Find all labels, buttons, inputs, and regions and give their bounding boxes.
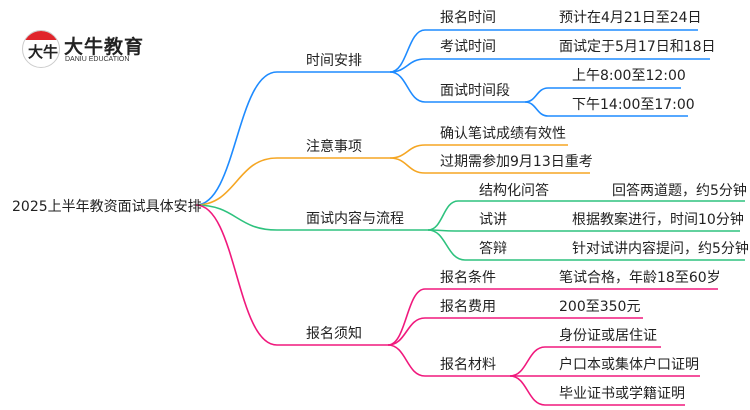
root-node[interactable]: 2025上半年教资面试具体安排 <box>12 199 202 215</box>
branch-registration-notes[interactable]: 报名须知 <box>306 326 362 342</box>
node-household-register[interactable]: 户口本或集体户口证明 <box>559 357 699 373</box>
node-defense-value[interactable]: 针对试讲内容提问，约5分钟 <box>572 241 749 257</box>
node-diploma[interactable]: 毕业证书或学籍证明 <box>559 386 685 402</box>
connector-line <box>195 71 390 206</box>
connector-line <box>389 71 525 103</box>
connector-line <box>387 288 718 346</box>
node-exam-time[interactable]: 考试时间 <box>440 39 496 55</box>
connector-line <box>509 346 661 377</box>
connector-line <box>427 200 745 231</box>
node-materials[interactable]: 报名材料 <box>440 357 496 373</box>
node-fee-value[interactable]: 200至350元 <box>559 299 641 315</box>
connector-line <box>387 344 510 377</box>
node-trial-lecture[interactable]: 试讲 <box>479 212 507 228</box>
node-structured-qa[interactable]: 结构化问答 <box>479 183 549 199</box>
branch-notes[interactable]: 注意事项 <box>306 139 362 155</box>
connector-line <box>195 204 388 346</box>
node-structured-qa-value[interactable]: 回答两道题，约5分钟 <box>612 183 747 199</box>
node-trial-lecture-value[interactable]: 根据教案进行，时间10分钟 <box>572 212 744 228</box>
connector-line <box>195 157 390 206</box>
connector-line <box>509 375 685 406</box>
branch-time-schedule[interactable]: 时间安排 <box>306 53 362 69</box>
branch-interview-content[interactable]: 面试内容与流程 <box>306 211 404 227</box>
logo-mark-icon: 大牛 <box>22 30 60 68</box>
node-confirm-score[interactable]: 确认笔试成绩有效性 <box>440 126 566 142</box>
node-exam-time-value[interactable]: 面试定于5月17日和18日 <box>559 39 716 55</box>
connector-line <box>427 229 740 232</box>
connector-line <box>389 144 568 159</box>
logo: 大牛 大牛教育 DANIU EDUCATION <box>22 28 172 72</box>
node-requirements[interactable]: 报名条件 <box>440 270 496 286</box>
connector-line <box>195 204 428 231</box>
connector-line <box>524 101 688 117</box>
connector-line <box>389 29 698 73</box>
connector-line <box>389 157 590 174</box>
node-registration-time[interactable]: 报名时间 <box>440 10 496 26</box>
connector-line <box>389 58 710 73</box>
connector-line <box>427 229 745 261</box>
node-retake[interactable]: 过期需参加9月13日重考 <box>440 154 593 170</box>
connector-line <box>387 317 643 346</box>
node-defense[interactable]: 答辩 <box>479 241 507 257</box>
logo-name: 大牛教育 <box>64 36 145 58</box>
node-fee[interactable]: 报名费用 <box>440 299 496 315</box>
node-requirements-value[interactable]: 笔试合格，年龄18至60岁 <box>559 270 721 286</box>
logo-subtitle: DANIU EDUCATION <box>65 56 130 63</box>
node-morning-slot[interactable]: 上午8:00至12:00 <box>572 68 686 84</box>
node-afternoon-slot[interactable]: 下午14:00至17:00 <box>572 97 695 113</box>
connector-line <box>524 87 681 103</box>
node-interview-slots[interactable]: 面试时间段 <box>440 83 510 99</box>
node-id-card[interactable]: 身份证或居住证 <box>559 328 657 344</box>
node-registration-time-value[interactable]: 预计在4月21日至24日 <box>559 10 702 26</box>
